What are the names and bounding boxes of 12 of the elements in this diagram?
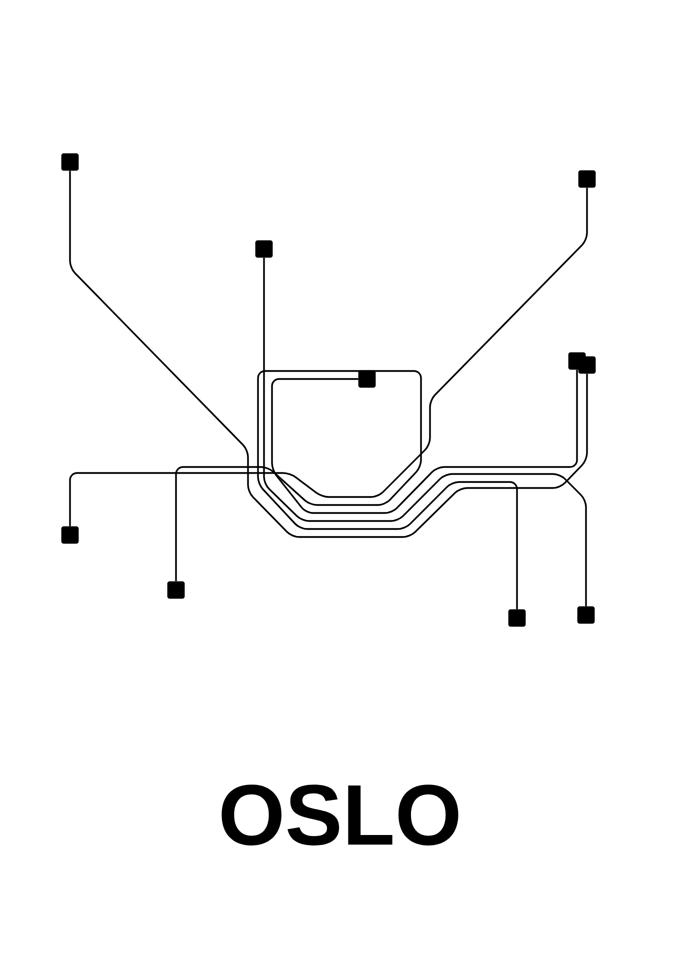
station-square — [577, 606, 595, 624]
title: OSLO — [222, 784, 458, 846]
metro-line — [175, 370, 518, 610]
metro-line — [271, 370, 578, 514]
metro-line — [263, 258, 587, 606]
station-square — [578, 170, 596, 188]
station-square — [61, 526, 79, 544]
station-square — [167, 581, 185, 599]
station-square — [61, 153, 79, 171]
station-square — [508, 609, 526, 627]
station-square — [255, 240, 273, 258]
station-square — [578, 356, 596, 374]
